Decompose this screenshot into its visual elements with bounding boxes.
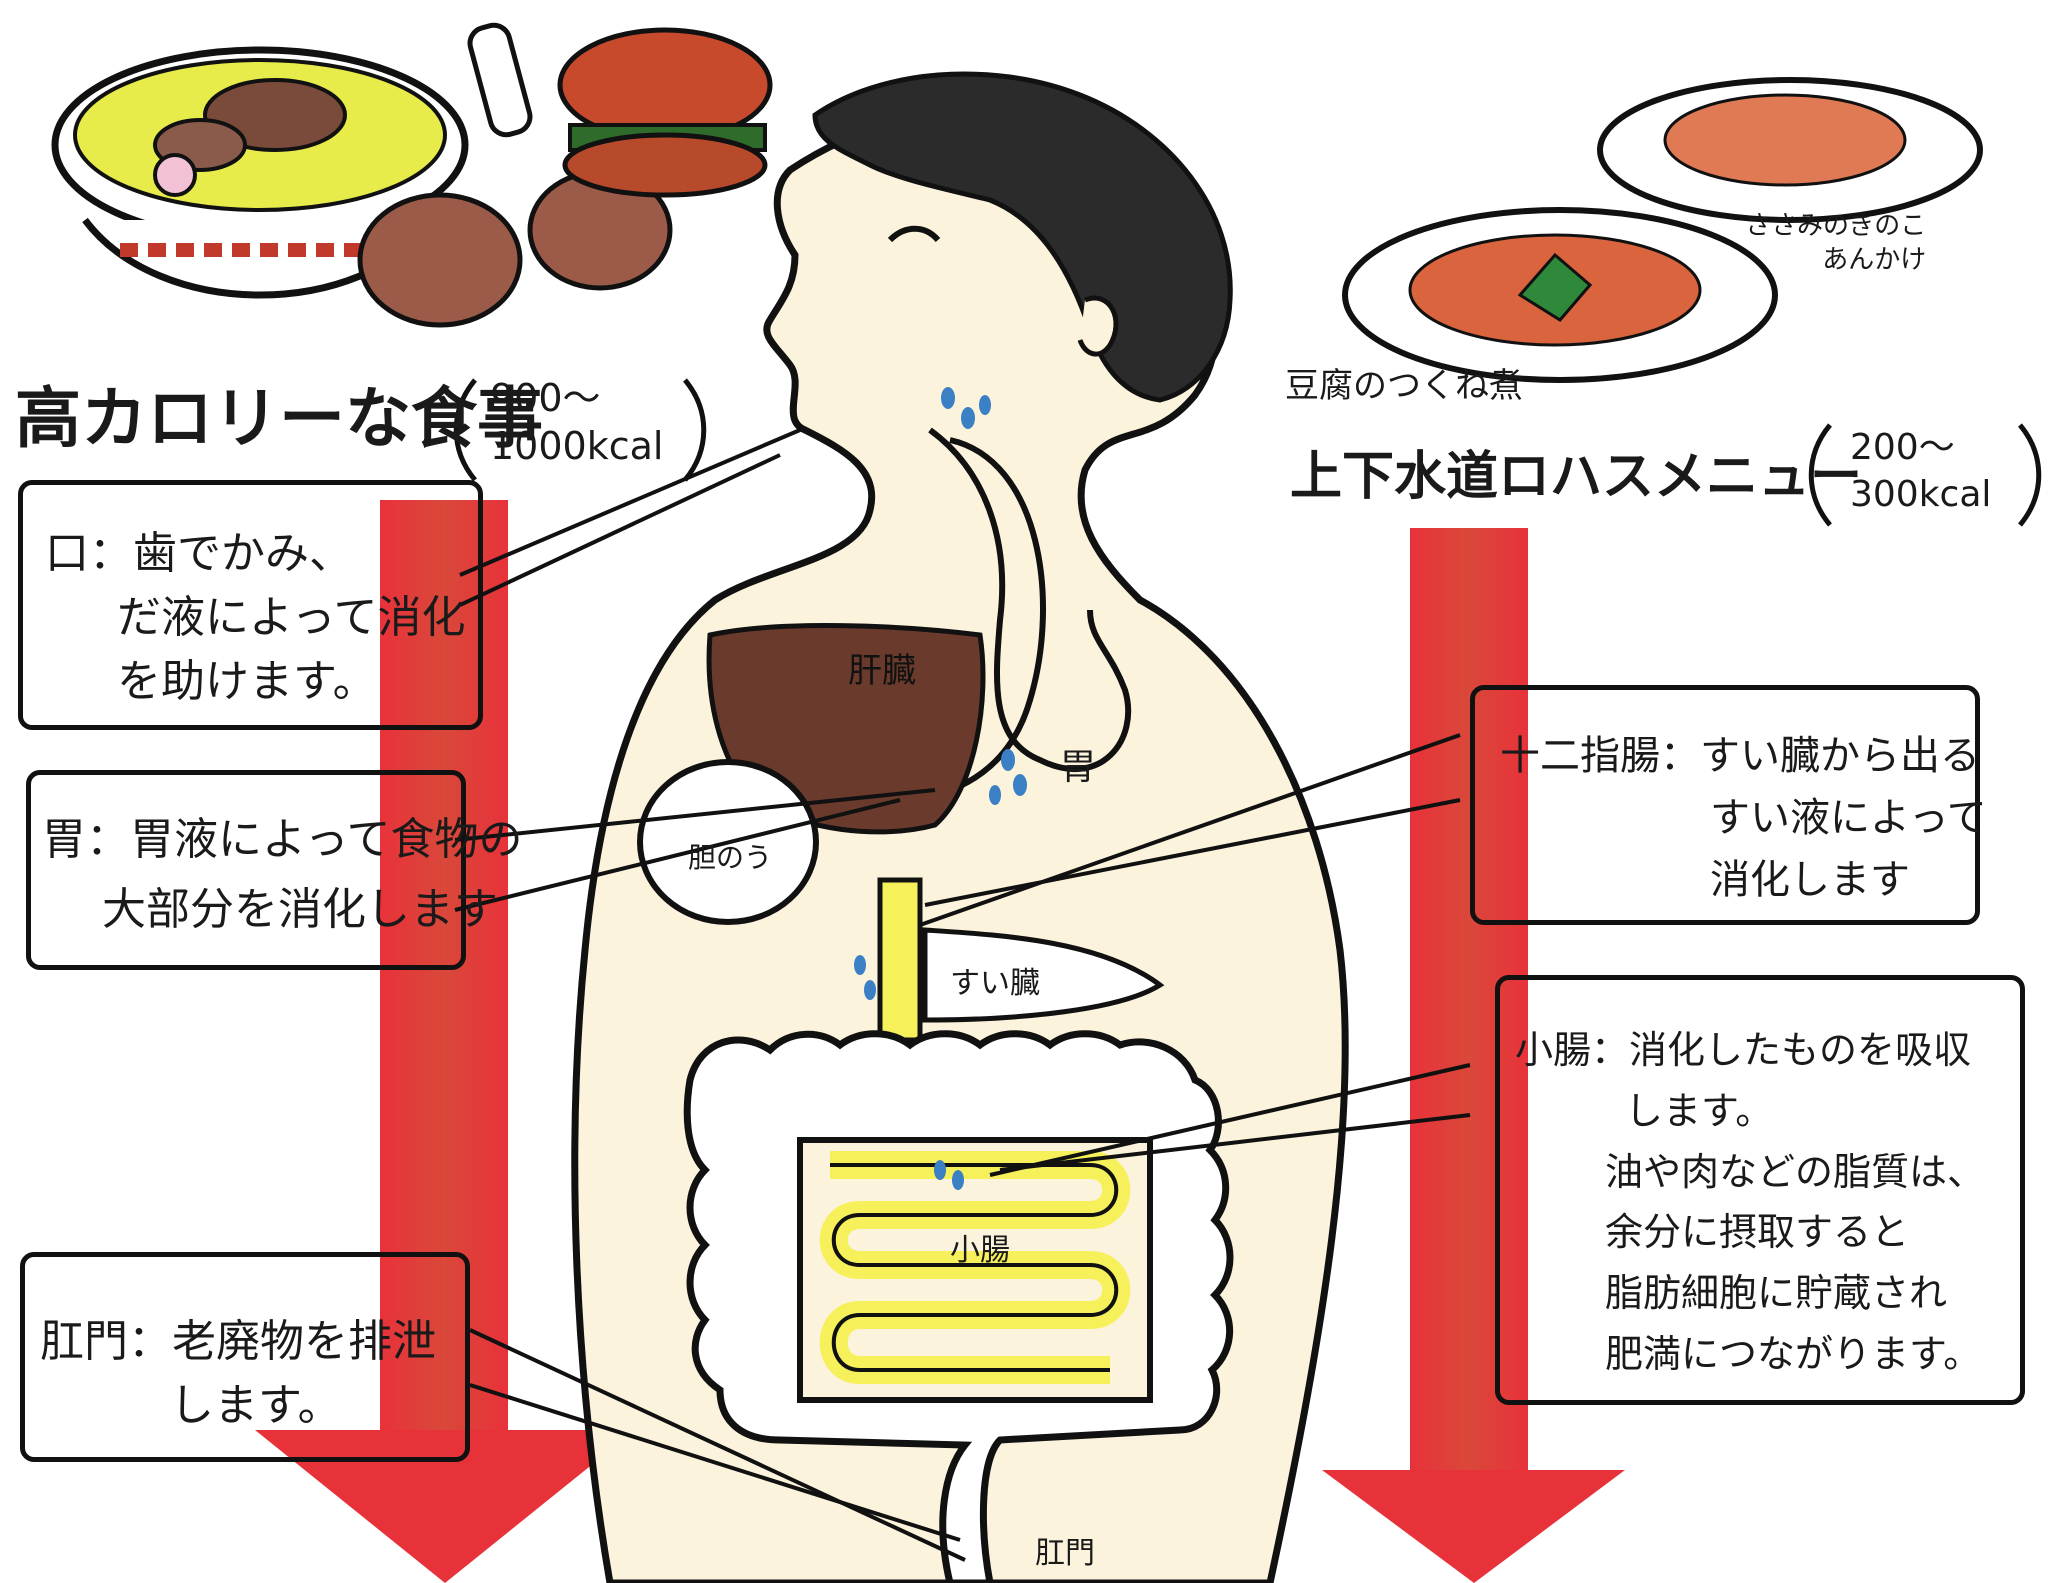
right-note-duodenum-line-2: すい液によって bbox=[1500, 787, 1987, 849]
left-note-anus-line-2: します。 bbox=[40, 1374, 436, 1438]
right-kcal-bracket-close bbox=[2020, 425, 2039, 525]
left-note-mouth-text: 口：歯でかみ、 だ液によって消化 を助けます。 bbox=[45, 522, 465, 713]
right-dish1-line-2: あんかけ bbox=[1745, 244, 1926, 278]
right-kcal: 200～ 300kcal bbox=[1850, 425, 1991, 519]
left-kcal-bracket-close bbox=[685, 380, 704, 480]
left-note-mouth-line-1: 口：歯でかみ、 bbox=[45, 522, 465, 586]
right-note-si-line-3: 油や肉などの脂質は、 bbox=[1515, 1142, 1985, 1203]
right-heading: 上下水道ロハスメニュー bbox=[1290, 445, 1862, 510]
left-note-stomach-text: 胃：胃液によって食物の 大部分を消化します bbox=[42, 805, 522, 946]
right-note-duodenum-line-1: 十二指腸：すい臓から出る bbox=[1500, 725, 1987, 787]
right-kcal-line-2: 300kcal bbox=[1850, 472, 1991, 519]
right-kcal-line-1: 200～ bbox=[1850, 425, 1991, 472]
organ-label-gallbladder: 胆のう bbox=[688, 840, 772, 875]
right-note-small-intestine-text: 小腸：消化したものを吸収 します。 油や肉などの脂質は、 余分に摂取すると 脂肪… bbox=[1515, 1020, 1985, 1385]
left-kcal-line-1: 900～ bbox=[490, 375, 663, 423]
organ-label-liver: 肝臓 bbox=[848, 650, 916, 693]
left-kcal: 900～ 1000kcal bbox=[490, 375, 663, 470]
left-note-anus-text: 肛門：老廃物を排泄 します。 bbox=[40, 1310, 436, 1438]
right-note-si-line-6: 肥満につながります。 bbox=[1515, 1324, 1985, 1385]
right-dish1-line-1: ささみのきのこ bbox=[1745, 210, 1926, 244]
left-note-mouth-line-3: を助けます。 bbox=[45, 650, 465, 714]
ear bbox=[1080, 298, 1116, 354]
right-dish2-label: 豆腐のつくね煮 bbox=[1285, 365, 1523, 408]
organ-label-small-intestine: 小腸 bbox=[950, 1232, 1010, 1270]
right-note-si-line-2: します。 bbox=[1515, 1081, 1985, 1142]
right-dish1-label: ささみのきのこ あんかけ bbox=[1745, 210, 1926, 278]
right-note-duodenum-text: 十二指腸：すい臓から出る すい液によって 消化します bbox=[1500, 725, 1987, 911]
right-note-si-line-1: 小腸：消化したものを吸収 bbox=[1515, 1020, 1985, 1081]
organ-label-stomach: 胃 bbox=[1060, 745, 1096, 790]
left-note-stomach-line-1: 胃：胃液によって食物の bbox=[42, 805, 522, 875]
right-note-duodenum-line-3: 消化します bbox=[1500, 849, 1987, 911]
left-note-mouth-line-2: だ液によって消化 bbox=[45, 586, 465, 650]
left-kcal-line-2: 1000kcal bbox=[490, 423, 663, 471]
right-note-si-line-5: 脂肪細胞に貯蔵され bbox=[1515, 1263, 1985, 1324]
left-note-stomach-line-2: 大部分を消化します bbox=[42, 875, 522, 945]
right-note-si-line-4: 余分に摂取すると bbox=[1515, 1202, 1985, 1263]
left-note-anus-line-1: 肛門：老廃物を排泄 bbox=[40, 1310, 436, 1374]
organ-label-pancreas: すい臓 bbox=[950, 965, 1040, 1003]
duodenum bbox=[880, 880, 920, 1040]
left-heading: 高カロリーな食事 bbox=[15, 378, 543, 461]
organ-label-anus: 肛門 bbox=[1035, 1535, 1095, 1573]
